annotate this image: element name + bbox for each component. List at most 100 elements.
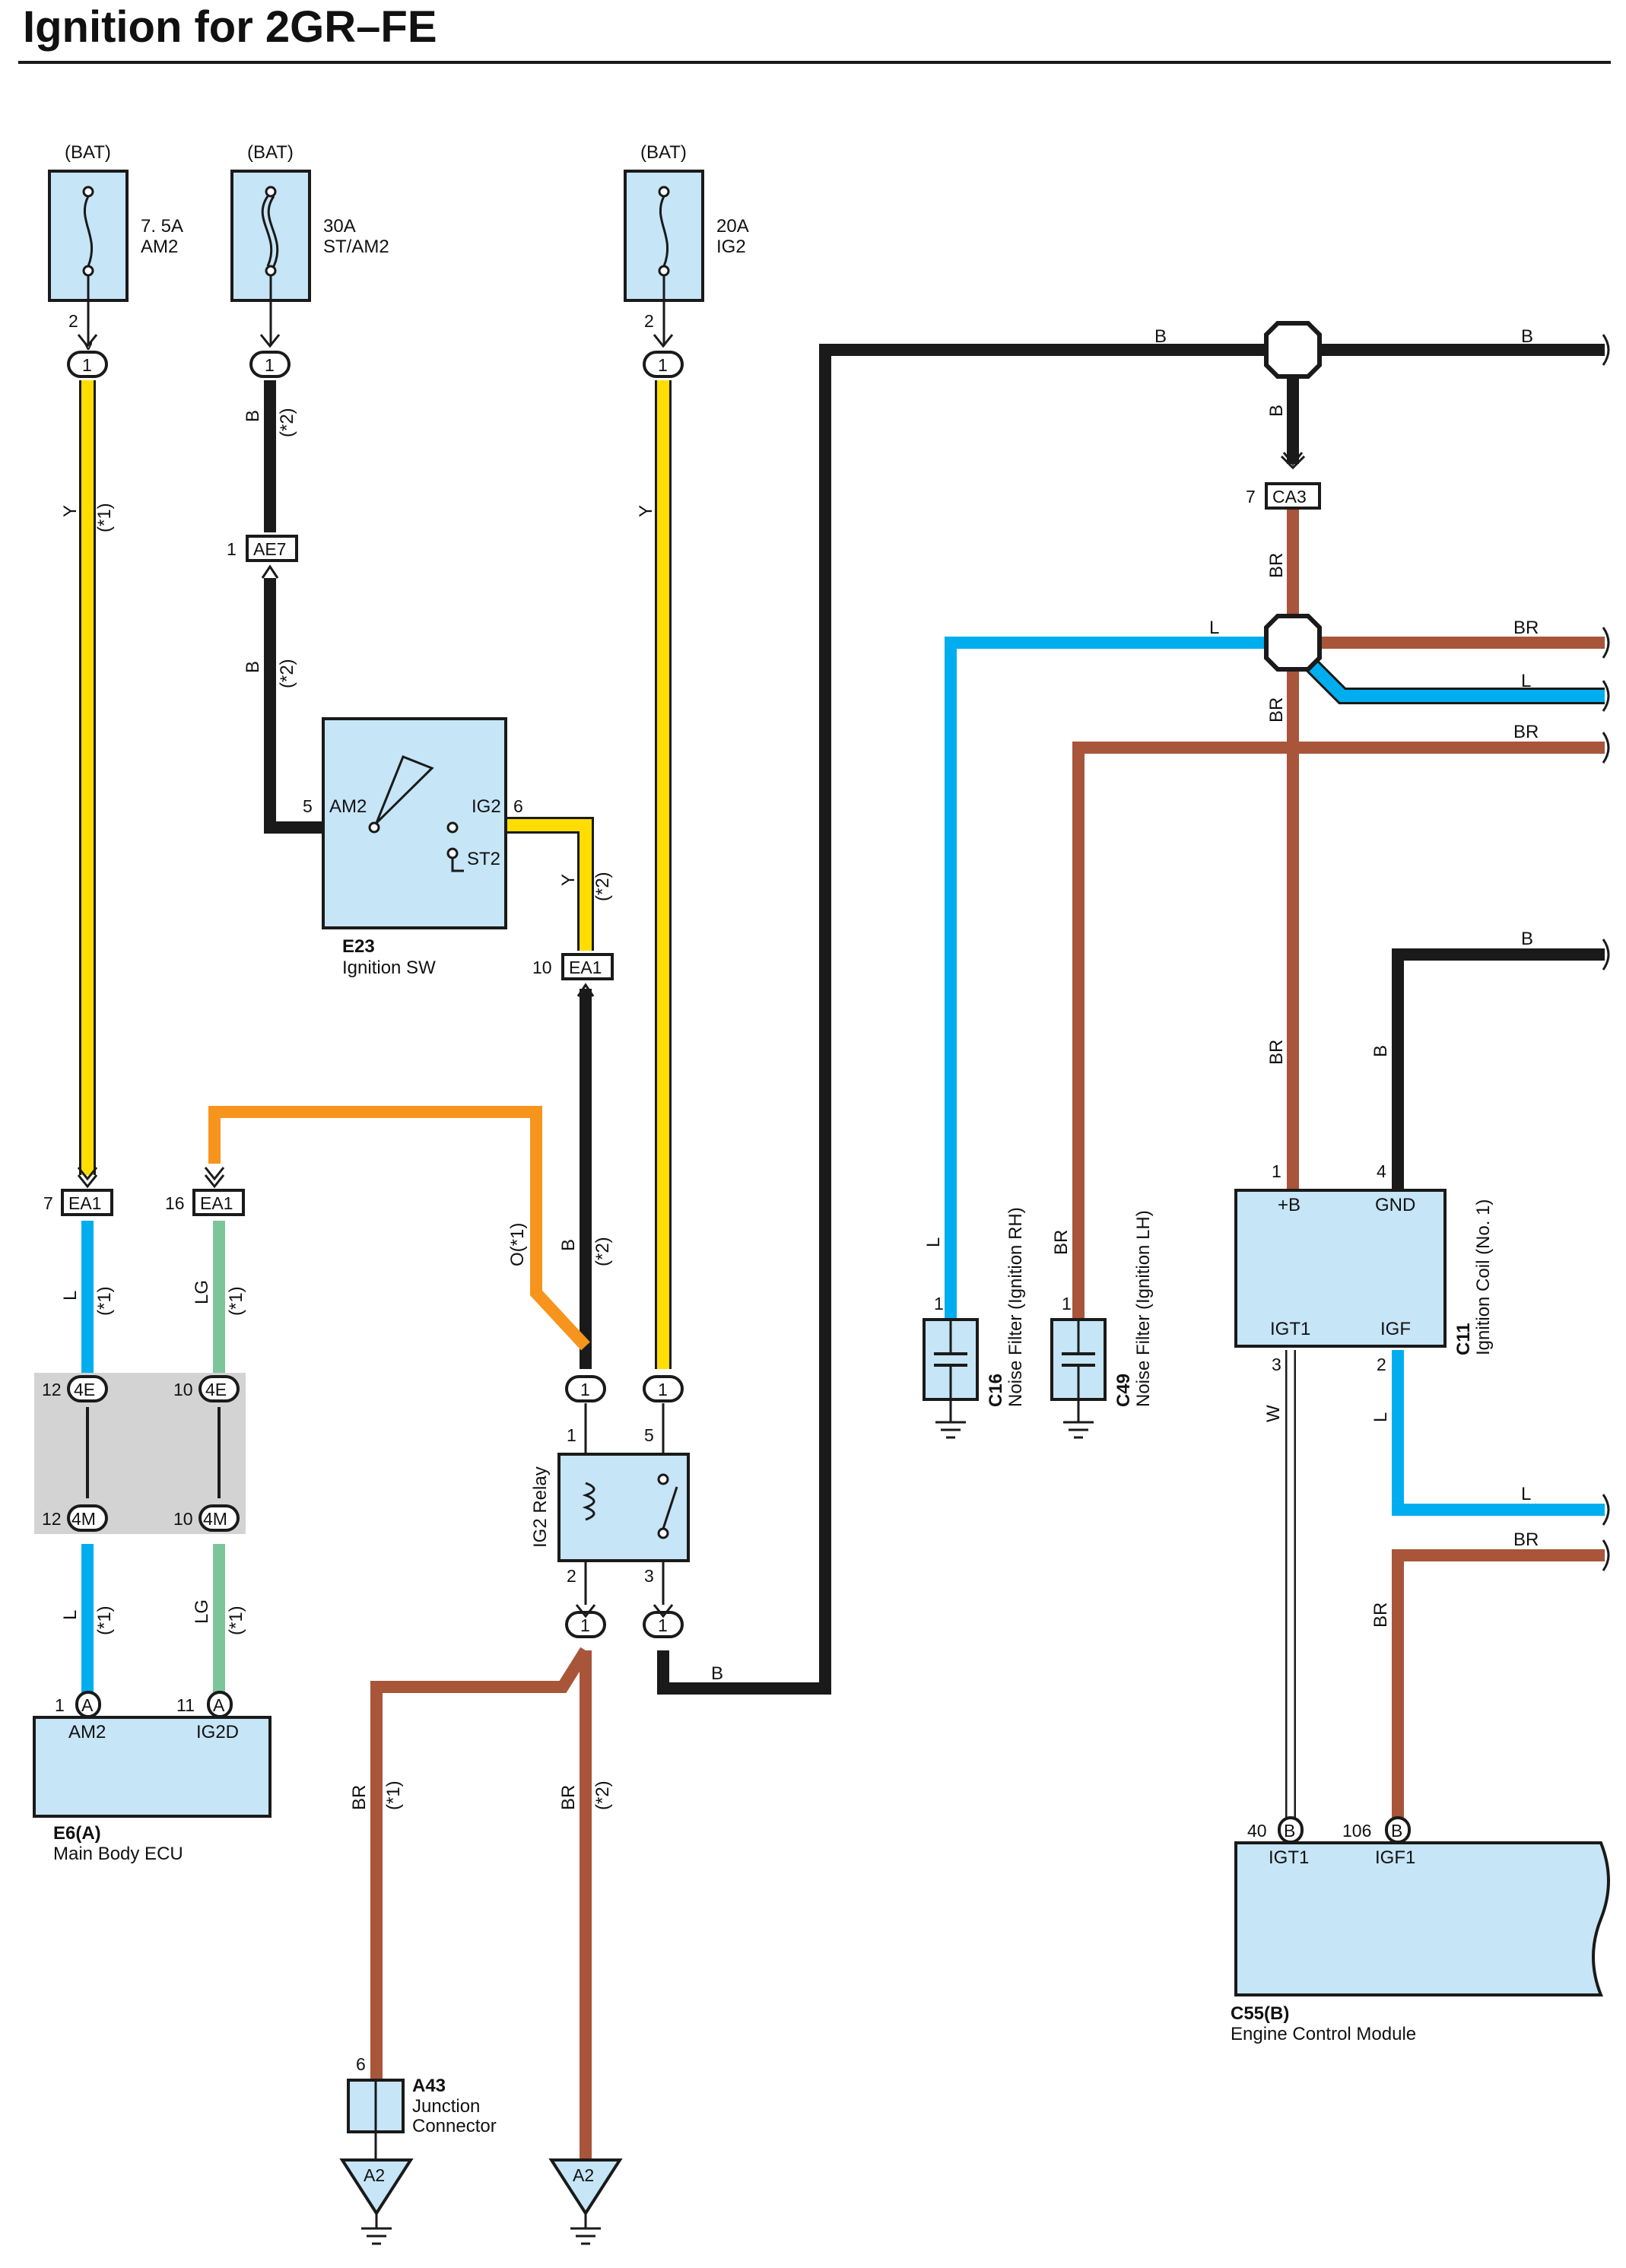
svg-text:30A: 30A	[323, 216, 356, 237]
svg-text:C11: C11	[1453, 1323, 1474, 1355]
svg-text:11: 11	[176, 1695, 195, 1715]
svg-text:B: B	[1266, 405, 1287, 417]
svg-text:3: 3	[644, 1566, 654, 1586]
svg-text:1: 1	[1062, 1294, 1072, 1313]
svg-text:(*2): (*2)	[277, 659, 297, 688]
svg-text:E23: E23	[342, 936, 375, 957]
svg-text:16: 16	[165, 1193, 185, 1213]
noise-filter-c16: 1 C16 Noise Filter (Ignition RH)	[923, 1207, 1026, 1439]
svg-text:B: B	[243, 410, 263, 422]
svg-text:BR: BR	[1513, 1529, 1539, 1550]
svg-text:12: 12	[42, 1380, 62, 1399]
svg-text:B: B	[1521, 929, 1533, 949]
svg-text:(*1): (*1)	[94, 1606, 115, 1635]
svg-text:4: 4	[1377, 1161, 1386, 1181]
continuation-mark	[1602, 939, 1610, 970]
svg-text:IGT1: IGT1	[1269, 1847, 1309, 1868]
svg-text:AM2: AM2	[141, 237, 178, 257]
svg-text:IG2D: IG2D	[196, 1722, 239, 1742]
svg-text:(*2): (*2)	[592, 1237, 613, 1266]
svg-text:A2: A2	[364, 2165, 385, 2185]
splice-mid	[1264, 614, 1322, 672]
svg-text:Noise Filter (Ignition RH): Noise Filter (Ignition RH)	[1005, 1207, 1026, 1407]
svg-text:+B: +B	[1278, 1195, 1300, 1215]
svg-text:IGT1: IGT1	[1270, 1319, 1310, 1339]
svg-text:B: B	[1521, 326, 1533, 347]
svg-text:A2: A2	[573, 2165, 594, 2185]
connector-ca3: CA3 7	[1246, 455, 1321, 510]
continuation-mark	[1602, 732, 1610, 764]
svg-text:1: 1	[934, 1294, 944, 1313]
svg-text:ST/AM2: ST/AM2	[323, 237, 389, 257]
svg-text:BR: BR	[1266, 553, 1287, 578]
svg-text:1: 1	[580, 1615, 590, 1635]
svg-text:L: L	[1521, 671, 1531, 691]
svg-text:10: 10	[173, 1380, 193, 1399]
engine-control-module: B 40 B 106 IGT1 IGF1 C55(B) Engine Contr…	[1231, 1816, 1610, 2044]
wire-l-right2	[1392, 1350, 1605, 1516]
svg-text:(*1): (*1)	[226, 1286, 246, 1316]
fuse-st-am2: (BAT) 30A ST/AM2	[230, 142, 389, 346]
svg-text:1: 1	[567, 1425, 576, 1445]
svg-text:(*1): (*1)	[94, 503, 115, 532]
wire-continuations	[1602, 334, 1610, 1571]
svg-text:6: 6	[513, 796, 523, 816]
svg-text:B: B	[1391, 1821, 1402, 1841]
svg-text:(*2): (*2)	[277, 408, 297, 437]
svg-text:Junction: Junction	[412, 2096, 480, 2117]
svg-text:BR: BR	[1370, 1603, 1391, 1628]
continuation-mark	[1602, 680, 1610, 712]
svg-text:LG: LG	[192, 1599, 212, 1624]
connector-ae7: AE7 1	[227, 535, 298, 579]
svg-text:10: 10	[532, 958, 552, 977]
fuse-connectors: 1 1 1	[67, 351, 684, 378]
connector-ea1-am2: EA1 7	[43, 1189, 113, 1216]
svg-text:1: 1	[82, 355, 92, 375]
svg-text:A43: A43	[412, 2076, 446, 2096]
svg-text:20A: 20A	[716, 216, 749, 237]
svg-text:L: L	[1209, 618, 1219, 638]
svg-text:Y: Y	[60, 505, 81, 517]
svg-text:B: B	[558, 1239, 579, 1251]
ground-a2-right: A2	[548, 2158, 623, 2245]
ig2-relay: 1 1 1 5 2 3 IG2 Relay 1 1	[530, 1375, 690, 1638]
noise-filter-c49: 1 C49 Noise Filter (Ignition LH)	[1050, 1210, 1154, 1439]
svg-text:BR: BR	[349, 1785, 370, 1810]
svg-text:IG2 Relay: IG2 Relay	[530, 1466, 551, 1548]
svg-text:5: 5	[303, 796, 313, 816]
ground-a2-left: A2	[339, 2158, 414, 2245]
svg-text:3: 3	[1272, 1355, 1281, 1374]
svg-text:W: W	[1263, 1405, 1284, 1422]
svg-text:2: 2	[1377, 1355, 1386, 1374]
svg-text:4M: 4M	[203, 1509, 227, 1529]
svg-text:2: 2	[68, 311, 78, 331]
svg-text:6: 6	[356, 2054, 366, 2074]
wire-br-j1	[370, 1647, 591, 2084]
svg-text:EA1: EA1	[569, 958, 602, 977]
svg-text:BR: BR	[1513, 618, 1539, 638]
svg-text:(*1): (*1)	[226, 1606, 246, 1635]
svg-text:C16: C16	[986, 1374, 1006, 1407]
svg-text:(BAT): (BAT)	[640, 142, 687, 163]
svg-text:B: B	[1370, 1045, 1391, 1057]
svg-text:Y: Y	[558, 874, 579, 886]
svg-text:CA3: CA3	[1272, 487, 1307, 507]
svg-text:IG2: IG2	[716, 237, 746, 257]
svg-text:AM2: AM2	[329, 796, 367, 817]
wire-y-sw-outline	[506, 817, 594, 951]
main-body-ecu: A 1 A 11 AM2 IG2D E6(A) Main Body ECU	[33, 1691, 272, 1864]
connector-ea1-ig: EA1 10	[532, 953, 614, 997]
svg-text:Noise Filter (Ignition LH): Noise Filter (Ignition LH)	[1133, 1210, 1154, 1407]
svg-text:BR: BR	[1266, 697, 1287, 723]
svg-text:1: 1	[227, 539, 237, 559]
wire-b-relay-out	[657, 344, 1293, 1695]
svg-text:Ignition Coil (No. 1): Ignition Coil (No. 1)	[1473, 1199, 1494, 1355]
svg-text:(BAT): (BAT)	[65, 142, 111, 163]
svg-text:Engine Control Module: Engine Control Module	[1231, 2024, 1416, 2044]
svg-text:B: B	[1154, 326, 1167, 347]
wire-l-rh	[945, 637, 1278, 1320]
svg-text:BR: BR	[1513, 722, 1539, 742]
svg-text:106: 106	[1342, 1821, 1371, 1841]
